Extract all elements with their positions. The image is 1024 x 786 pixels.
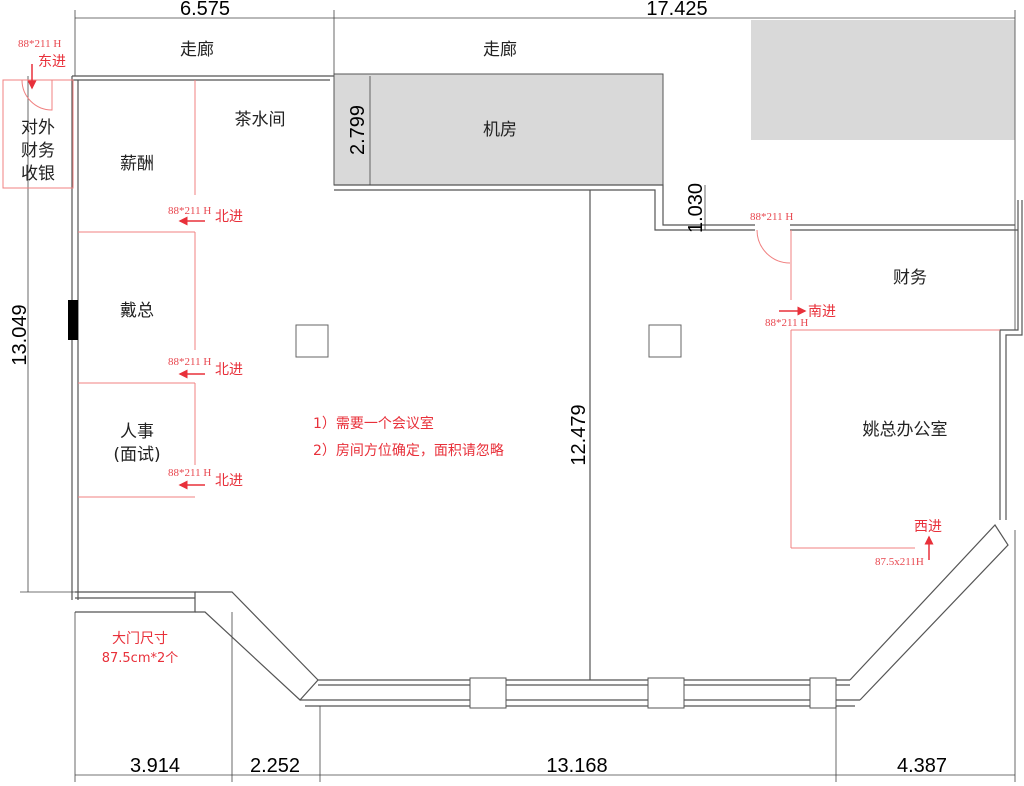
room-partitions bbox=[2, 79, 1000, 549]
bottom-dimension-line bbox=[74, 530, 1016, 782]
room-finance: 财务 bbox=[893, 268, 927, 288]
left-dimension-line bbox=[20, 76, 75, 593]
main-door-size: 87.5cm*2个 bbox=[102, 651, 179, 666]
note-1: 1）需要一个会议室 bbox=[313, 415, 434, 432]
top-dimension-line bbox=[74, 10, 1016, 330]
room-corridor-left: 走廊 bbox=[180, 40, 214, 60]
dim-bottom-2: 2.252 bbox=[250, 755, 300, 777]
room-tea: 茶水间 bbox=[235, 110, 286, 130]
machine-room-block bbox=[333, 73, 664, 186]
room-salary: 薪酬 bbox=[120, 154, 154, 174]
dim-left: 13.049 bbox=[9, 304, 31, 365]
door-label-cashier: 东进 bbox=[38, 54, 66, 70]
room-corridor-right: 走廊 bbox=[483, 40, 517, 60]
gray-block-top-right bbox=[751, 20, 1015, 140]
door-size-finance-top: 88*211 H bbox=[750, 211, 793, 223]
room-dai: 戴总 bbox=[120, 301, 154, 321]
room-cashier-1: 对外 bbox=[21, 118, 55, 138]
pillar bbox=[648, 324, 682, 358]
room-machine: 机房 bbox=[483, 120, 517, 140]
pillar bbox=[295, 324, 329, 358]
walls bbox=[71, 75, 1023, 707]
room-hr-1: 人事 bbox=[120, 422, 154, 442]
room-cashier-2: 财务 bbox=[21, 141, 55, 161]
door-label-yao: 西进 bbox=[914, 519, 942, 535]
room-yao-office: 姚总办公室 bbox=[863, 420, 948, 440]
door-size-yao: 87.5x211H bbox=[875, 556, 924, 568]
dim-machine-room: 2.799 bbox=[347, 105, 369, 155]
note-2: 2）房间方位确定，面积请忽略 bbox=[313, 443, 504, 459]
room-hr-2: (面试) bbox=[113, 445, 160, 465]
door-size-cashier: 88*211 H bbox=[18, 38, 61, 50]
door-label-finance: 南进 bbox=[808, 304, 836, 320]
dim-top-1: 6.575 bbox=[180, 0, 230, 20]
dim-center: 12.479 bbox=[568, 404, 590, 465]
dim-step: 1.030 bbox=[685, 183, 707, 233]
door-label-hr: 北进 bbox=[215, 473, 243, 489]
room-cashier-3: 收银 bbox=[21, 164, 55, 184]
window-mullion bbox=[647, 677, 685, 709]
column-left bbox=[68, 300, 78, 340]
dim-bottom-4: 4.387 bbox=[897, 755, 947, 777]
door-size-salary: 88*211 H bbox=[168, 205, 211, 217]
window-mullion bbox=[809, 677, 837, 709]
door-size-dai: 88*211 H bbox=[168, 356, 211, 368]
dim-bottom-3: 13.168 bbox=[546, 755, 607, 777]
window-mullion bbox=[469, 677, 507, 709]
dim-top-2: 17.425 bbox=[646, 0, 707, 20]
door-size-finance: 88*211 H bbox=[765, 317, 808, 329]
main-door-title: 大门尺寸 bbox=[112, 631, 168, 647]
dim-bottom-1: 3.914 bbox=[130, 755, 180, 777]
door-label-salary: 北进 bbox=[215, 209, 243, 225]
door-size-hr: 88*211 H bbox=[168, 467, 211, 479]
door-label-dai: 北进 bbox=[215, 362, 243, 378]
